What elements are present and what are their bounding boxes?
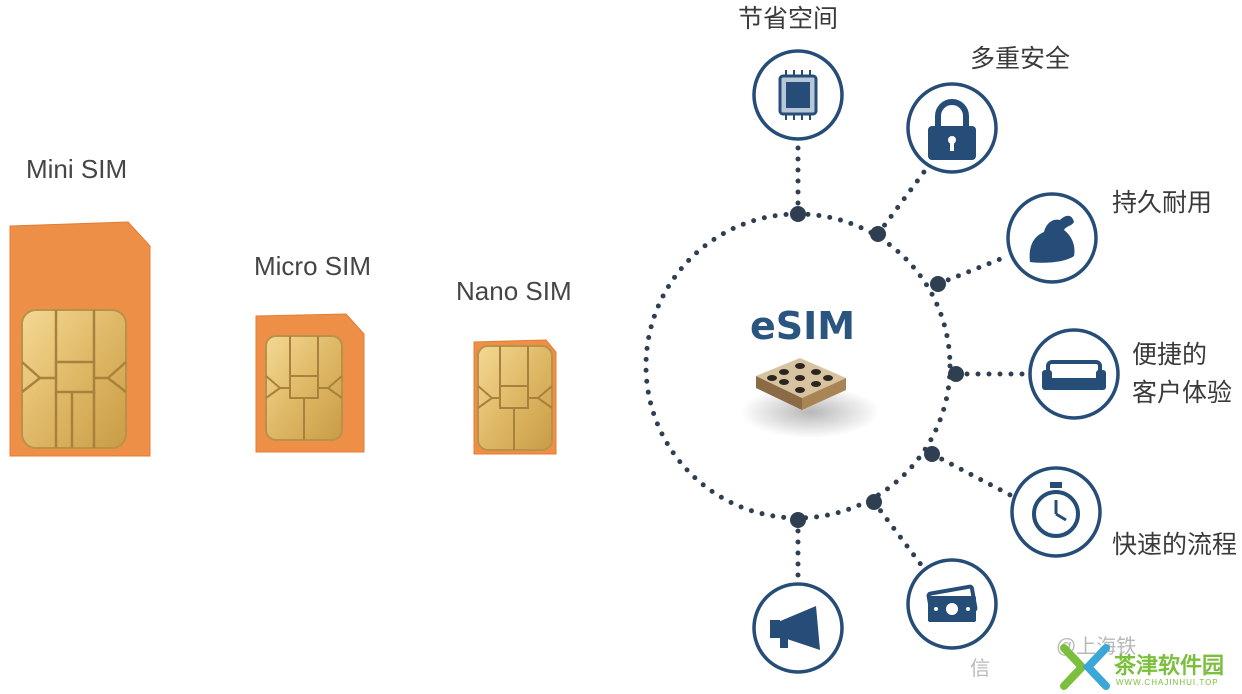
micro-sim-card [255, 313, 365, 453]
micro-sim-chip [265, 335, 343, 441]
feature-space-saving [752, 49, 844, 141]
feature-label-experience-line2: 客户体验 [1132, 378, 1233, 407]
sofa-icon [1042, 360, 1106, 390]
feature-convenient-experience [1028, 328, 1120, 420]
muscle-arm-icon [1029, 215, 1075, 263]
feature-label-durable: 持久耐用 [1112, 188, 1213, 217]
feature-promotion [752, 582, 844, 674]
junction-dot [790, 206, 806, 222]
junction-dot [790, 512, 806, 528]
feature-durable [1006, 192, 1098, 284]
watermark-url: WWW.CHAJINHUI.TOP [1116, 678, 1219, 687]
feature-fast-process [1010, 466, 1102, 558]
connector-money [871, 499, 925, 569]
mini-sim-chip [21, 309, 127, 449]
feature-label-security: 多重安全 [970, 44, 1071, 73]
megaphone-icon [770, 606, 820, 650]
junction-dot [930, 276, 946, 292]
micro-sim-label: Micro SIM [254, 251, 371, 281]
connector-process [929, 451, 1015, 499]
mini-sim-card [9, 221, 151, 457]
feature-multi-security [906, 82, 998, 174]
money-icon [926, 584, 978, 622]
junction-dot [866, 494, 882, 510]
watermark-logo-icon [1060, 644, 1110, 690]
watermark-faint-text: @上海铁 [1056, 636, 1137, 658]
esim-title: eSIM [750, 304, 856, 348]
feature-label-fast-process: 快速的流程 [1112, 530, 1238, 559]
nano-sim-label: Nano SIM [456, 276, 572, 306]
sim-cards-illustration [9, 221, 557, 457]
stopwatch-icon [1032, 482, 1080, 538]
connector-durable [935, 253, 1011, 287]
esim-chip-icon [756, 358, 846, 410]
watermark-faint-text-2: 信 [970, 658, 990, 680]
esim-feature-diagram [643, 49, 1120, 674]
connector-security [875, 169, 927, 237]
chip-icon [778, 70, 818, 120]
lock-icon [928, 99, 976, 160]
feature-label-experience-line1: 便捷的 [1132, 340, 1208, 369]
mini-sim-label: Mini SIM [26, 154, 128, 184]
watermark-brand: 茶津软件园 [1114, 654, 1225, 679]
junction-dot [870, 226, 886, 242]
junction-dot [948, 366, 964, 382]
nano-sim-card [473, 339, 557, 455]
nano-sim-chip [477, 345, 553, 451]
feature-label-space-saving: 节省空间 [738, 4, 839, 33]
junction-dot [924, 446, 940, 462]
feature-money [906, 558, 998, 650]
